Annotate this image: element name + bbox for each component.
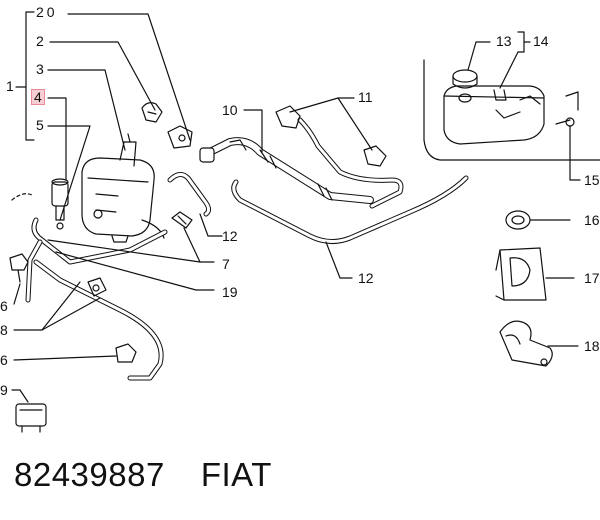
bracket-18: [499, 320, 553, 367]
callout-13[interactable]: 13: [496, 33, 512, 49]
callout-15[interactable]: 15: [584, 172, 600, 188]
callout-9[interactable]: 9: [0, 382, 8, 398]
callout-20[interactable]: 20: [36, 4, 58, 20]
callout-1[interactable]: 1: [6, 78, 14, 94]
clip-part-2: [141, 102, 163, 123]
nozzle-part-20: [167, 125, 193, 149]
clip-11-left: [275, 105, 301, 129]
callout-16[interactable]: 16: [584, 212, 600, 228]
bolt-15: [565, 117, 575, 151]
bracket-group-1: [25, 11, 35, 141]
callout-6-lower[interactable]: 6: [0, 352, 8, 368]
brand-name: FIAT: [200, 456, 272, 493]
grommet-16: [505, 210, 531, 230]
callout-2[interactable]: 2: [36, 33, 44, 49]
tank-cap-13: [452, 69, 478, 103]
callout-10[interactable]: 10: [222, 102, 238, 118]
leader-11: [289, 97, 355, 113]
callout-8[interactable]: 8: [0, 322, 8, 338]
t-connector-8: [87, 277, 107, 297]
expansion-tank: [443, 85, 545, 145]
callout-12-long[interactable]: 12: [358, 270, 374, 286]
callout-19[interactable]: 19: [222, 284, 238, 300]
callout-14[interactable]: 14: [533, 33, 549, 49]
callout-7[interactable]: 7: [222, 256, 230, 272]
leader-20: [67, 13, 191, 141]
callout-17[interactable]: 17: [584, 270, 600, 286]
leader-12b: [325, 241, 353, 279]
callout-3[interactable]: 3: [36, 61, 44, 77]
callout-4-highlighted[interactable]: 4: [31, 89, 45, 105]
leader-2: [49, 41, 156, 111]
tube-11: [297, 117, 404, 209]
callout-18[interactable]: 18: [584, 338, 600, 354]
footer-caption: 82439887 FIAT: [14, 456, 308, 494]
washer-pump: [51, 178, 69, 230]
leader-19: [55, 251, 215, 291]
relay-part-9: [15, 403, 47, 433]
body-outline-left: [11, 193, 35, 201]
leader-13: [467, 41, 491, 71]
hose-12-long: [231, 175, 469, 244]
leader-12a: [199, 213, 223, 237]
callout-12-small[interactable]: 12: [222, 228, 238, 244]
hose-left-lower: [33, 259, 164, 381]
connector-7: [171, 211, 193, 229]
clip-11-right: [363, 145, 387, 167]
leader-15: [555, 119, 571, 125]
nozzle-6-lower: [115, 343, 137, 363]
callout-11[interactable]: 11: [358, 89, 373, 105]
part-number: 82439887: [14, 456, 165, 493]
bracket-14: [517, 31, 525, 53]
washer-reservoir: [81, 133, 165, 243]
callout-5[interactable]: 5: [36, 117, 44, 133]
leader-5: [47, 125, 91, 221]
bracket-17: [495, 247, 547, 301]
nozzle-6-upper: [9, 253, 29, 283]
leader-4: [47, 97, 67, 181]
callout-6-upper[interactable]: 6: [0, 298, 8, 314]
frame-outline-right: [423, 139, 600, 161]
leader-3: [47, 69, 126, 151]
leader-10: [243, 109, 263, 153]
hose-assembly-10: [199, 137, 374, 204]
